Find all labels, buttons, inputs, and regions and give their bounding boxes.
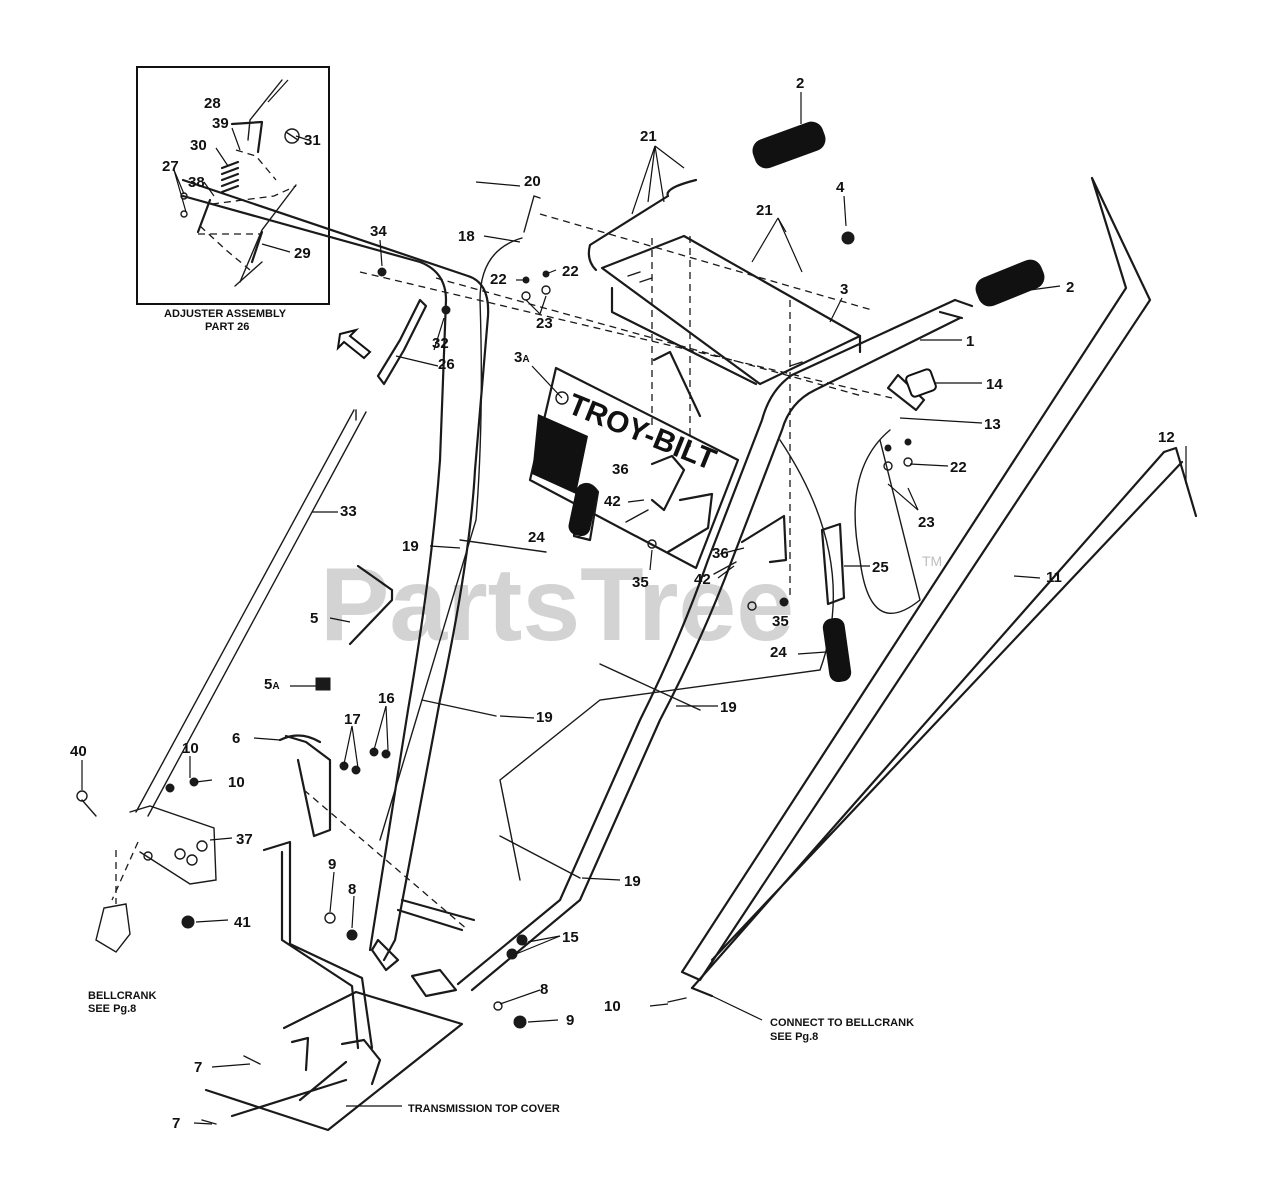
callout-21b: 21 bbox=[756, 202, 773, 219]
callout-16: 16 bbox=[378, 690, 395, 707]
note-transmission-cover: TRANSMISSION TOP COVER bbox=[408, 1103, 560, 1115]
callout-41: 41 bbox=[234, 914, 251, 931]
callout-22c: 22 bbox=[950, 459, 967, 476]
callout-3a: 3A bbox=[514, 349, 530, 366]
watermark-trademark: TM bbox=[922, 553, 942, 569]
callout-21a: 21 bbox=[640, 128, 657, 145]
note-bellcrank-line1: BELLCRANK bbox=[88, 990, 156, 1002]
callout-33: 33 bbox=[340, 503, 357, 520]
callout-14: 14 bbox=[986, 376, 1003, 393]
callout-7b: 7 bbox=[172, 1115, 180, 1132]
shift-linkage bbox=[95, 564, 464, 1132]
decal-panel bbox=[532, 414, 588, 494]
callout-18: 18 bbox=[458, 228, 475, 245]
callout-22b: 22 bbox=[562, 263, 579, 280]
callout-35a: 35 bbox=[632, 574, 649, 591]
decal-logo: TROY-BILT bbox=[563, 388, 720, 477]
adjuster-assembly-inset: ADJUSTER ASSEMBLY PART 26 bbox=[136, 66, 330, 333]
leader-lines bbox=[81, 79, 1187, 1125]
inset-caption-line1: ADJUSTER ASSEMBLY bbox=[164, 308, 287, 320]
callout-10b: 10 bbox=[228, 774, 245, 791]
callout-8a: 8 bbox=[348, 881, 356, 898]
callout-15: 15 bbox=[562, 929, 579, 946]
callout-8b: 8 bbox=[540, 981, 548, 998]
hand-grip-left bbox=[568, 483, 598, 537]
right-handle-grip bbox=[975, 259, 1045, 307]
callout-36b: 36 bbox=[712, 545, 729, 562]
callout-30: 30 bbox=[190, 137, 207, 154]
callout-27: 27 bbox=[162, 158, 179, 175]
callout-36a: 36 bbox=[612, 461, 629, 478]
inset-caption-line2: PART 26 bbox=[205, 321, 249, 333]
callout-3: 3 bbox=[840, 281, 848, 298]
callout-12: 12 bbox=[1158, 429, 1175, 446]
callout-19d: 19 bbox=[624, 873, 641, 890]
callout-42b: 42 bbox=[694, 571, 711, 588]
watermark: PartsTree bbox=[320, 547, 794, 663]
callout-35b: 35 bbox=[772, 613, 789, 630]
callout-11: 11 bbox=[1046, 569, 1062, 586]
callout-39: 39 bbox=[212, 115, 229, 132]
note-connect-line1: CONNECT TO BELLCRANK bbox=[770, 1017, 914, 1029]
callout-10a: 10 bbox=[182, 740, 199, 757]
callout-26: 26 bbox=[438, 356, 455, 373]
callout-2a: 2 bbox=[796, 75, 804, 92]
hand-grip-right bbox=[822, 617, 852, 683]
note-bellcrank-line2: SEE Pg.8 bbox=[88, 1003, 136, 1015]
note-connect-line2: SEE Pg.8 bbox=[770, 1031, 818, 1043]
callout-17: 17 bbox=[344, 711, 361, 728]
inset-frame bbox=[136, 66, 330, 305]
callout-2b: 2 bbox=[1066, 279, 1074, 296]
callout-24b: 24 bbox=[770, 644, 787, 661]
notes: BELLCRANK SEE Pg.8 CONNECT TO BELLCRANK … bbox=[88, 990, 914, 1115]
left-handle-grip bbox=[752, 121, 826, 169]
callout-20: 20 bbox=[524, 173, 541, 190]
callout-19a: 19 bbox=[402, 538, 419, 555]
hardware bbox=[76, 231, 913, 1125]
callout-1: 1 bbox=[966, 333, 974, 350]
callout-9a: 9 bbox=[328, 856, 336, 873]
callout-4: 4 bbox=[836, 179, 845, 196]
callout-32: 32 bbox=[432, 335, 449, 352]
callout-40: 40 bbox=[70, 743, 87, 760]
control-cables bbox=[135, 176, 1198, 998]
direction-arrow bbox=[336, 328, 372, 360]
callout-5: 5 bbox=[310, 610, 318, 627]
callout-7a: 7 bbox=[194, 1059, 202, 1076]
callout-10c: 10 bbox=[604, 998, 621, 1015]
callout-13: 13 bbox=[984, 416, 1001, 433]
callout-22a: 22 bbox=[490, 271, 507, 288]
callout-24a: 24 bbox=[528, 529, 545, 546]
callout-42a: 42 bbox=[604, 493, 621, 510]
callout-31: 31 bbox=[304, 132, 321, 149]
callout-9b: 9 bbox=[566, 1012, 574, 1029]
callout-28: 28 bbox=[204, 95, 221, 112]
callout-29: 29 bbox=[294, 245, 311, 262]
callout-37: 37 bbox=[236, 831, 253, 848]
callout-23b: 23 bbox=[918, 514, 935, 531]
callout-19c: 19 bbox=[536, 709, 553, 726]
callout-5a: 5A bbox=[264, 676, 280, 693]
callout-38: 38 bbox=[188, 174, 205, 191]
callout-19b: 19 bbox=[720, 699, 737, 716]
callout-25: 25 bbox=[872, 559, 889, 576]
callout-23a: 23 bbox=[536, 315, 553, 332]
callout-34: 34 bbox=[370, 223, 387, 240]
callout-6: 6 bbox=[232, 730, 240, 747]
callout-labels: 2 21 20 4 21 18 34 22 22 2 3 23 32 1 3A … bbox=[70, 75, 1175, 1132]
